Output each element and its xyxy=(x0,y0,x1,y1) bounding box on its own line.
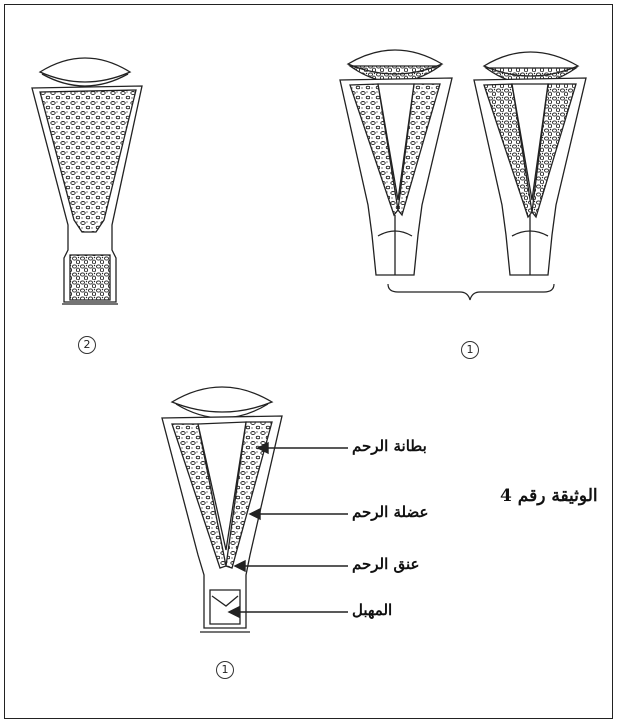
label-endometrium: بطانة الرحم xyxy=(352,437,427,455)
figure-number-1-top: 1 xyxy=(461,341,479,359)
ovum-cap xyxy=(40,58,130,82)
grouping-brace xyxy=(388,284,554,300)
label-myometrium: عضلة الرحم xyxy=(352,503,428,521)
uterus-figure-labeled xyxy=(162,387,282,632)
label-cervix: عنق الرحم xyxy=(352,555,419,573)
uterus-figure-1b xyxy=(474,52,586,275)
document-title: الوثيقة رقم 4 xyxy=(500,486,598,506)
uterus-figure-2 xyxy=(32,58,142,304)
figure-number-2: 2 xyxy=(78,336,96,354)
figure-number-1-bottom: 1 xyxy=(216,661,234,679)
uterus-figure-1a xyxy=(340,50,452,275)
label-vagina: المهبل xyxy=(352,601,392,619)
